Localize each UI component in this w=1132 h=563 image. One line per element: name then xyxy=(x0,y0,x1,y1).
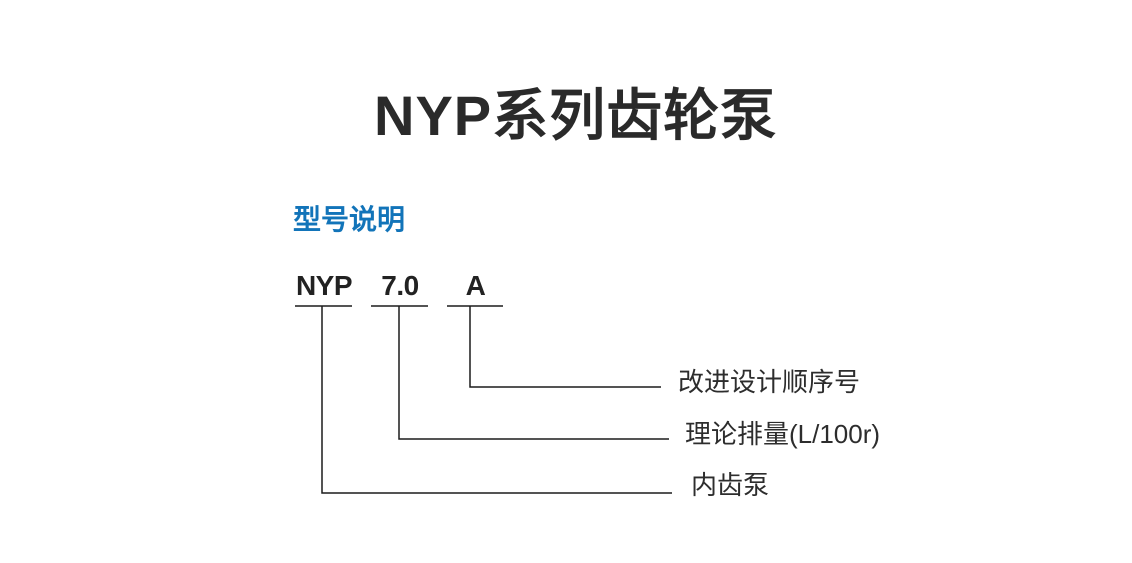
model-code-part-revision: A xyxy=(465,270,486,301)
label-internal-gear-pump: 内齿泵 xyxy=(691,470,770,500)
model-code-part-displacement: 7.0 xyxy=(381,270,419,301)
leader-displacement xyxy=(398,306,669,440)
label-revision-sequence: 改进设计顺序号 xyxy=(678,367,861,397)
page-title: NYP系列齿轮泵 xyxy=(374,84,778,147)
leader-revision xyxy=(469,306,661,388)
section-heading: 型号说明 xyxy=(293,204,406,235)
leader-pump-type xyxy=(321,306,672,494)
label-theoretical-displacement: 理论排量(L/100r) xyxy=(685,419,881,449)
model-code-part-pump-type: NYP xyxy=(295,270,353,301)
